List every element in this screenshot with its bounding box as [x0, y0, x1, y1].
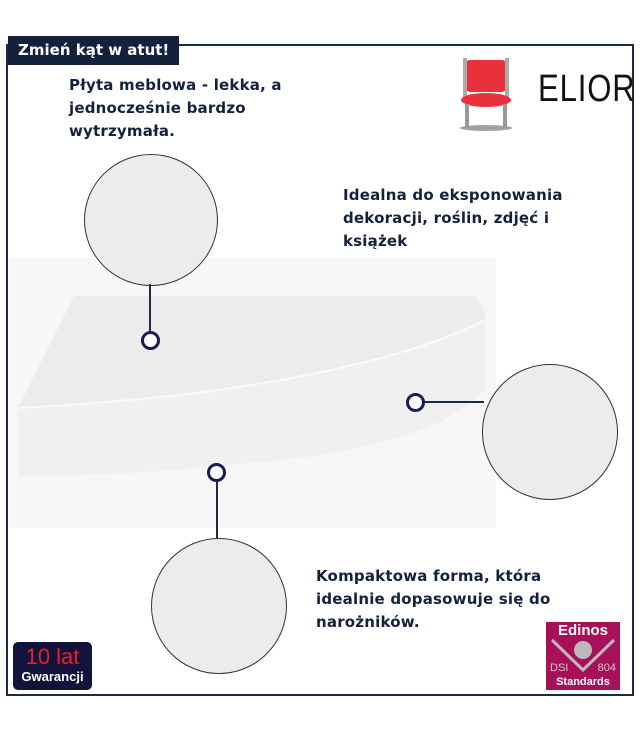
certificate-badge: Edinos DSI 804 Standards	[546, 622, 620, 690]
feature-text-compact: Kompaktowa forma, która idealnie dopasow…	[316, 567, 551, 631]
certificate-name: Edinos	[557, 622, 608, 639]
hotspot-bottom[interactable]	[207, 463, 226, 482]
infographic-frame	[6, 44, 634, 696]
certificate-left: DSI	[550, 662, 569, 674]
connector-line-top	[149, 284, 151, 334]
certificate-bottom: Standards	[556, 676, 610, 688]
warranty-badge: 10 lat Gwarancji	[13, 642, 92, 690]
corner-shelf-illustration	[17, 296, 486, 476]
shelf-image	[10, 258, 496, 528]
connector-line-right	[424, 401, 484, 403]
warranty-years: 10 lat	[25, 644, 80, 669]
brand-name: ELIOR	[538, 68, 636, 110]
warranty-label: Gwarancji	[21, 669, 84, 684]
connector-line-bottom	[216, 480, 218, 538]
feature-text-display: Idealna do eksponowania dekoracji, rośli…	[343, 186, 563, 250]
brand-logo: ELIOR	[426, 46, 635, 144]
hotspot-top[interactable]	[141, 331, 160, 350]
feature-text-lightweight: Płyta meblowa - lekka, a jednocześnie ba…	[69, 76, 282, 140]
detail-circle-bottom	[151, 538, 287, 674]
certificate-v-icon	[550, 638, 616, 672]
certificate-right: 804	[597, 662, 616, 674]
hotspot-right[interactable]	[406, 393, 425, 412]
detail-circle-top	[84, 154, 218, 286]
chair-icon	[460, 58, 512, 131]
detail-circle-right	[482, 364, 618, 500]
title-badge: Zmień kąt w atut!	[8, 36, 180, 65]
